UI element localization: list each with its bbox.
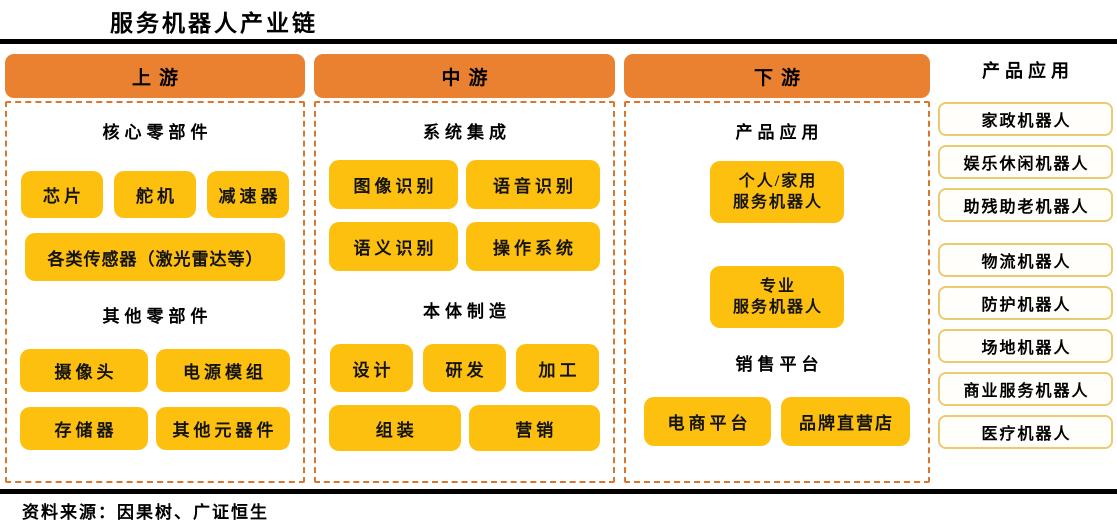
upstream-section-core-components-title: 核心零部件 xyxy=(102,123,213,142)
item-chip: 芯片 xyxy=(21,171,103,218)
downstream-section-sales-platform-title: 销售平台 xyxy=(735,355,824,374)
upstream-other-grid: 摄像头 电源模组 存储器 其他元器件 xyxy=(20,349,290,450)
midstream-integration-grid: 图像识别 语音识别 语义识别 操作系统 xyxy=(329,160,600,271)
item-speech-recognition: 语音识别 xyxy=(466,160,600,209)
item-rnd: 研发 xyxy=(423,344,506,392)
item-design: 设计 xyxy=(330,344,413,392)
item-other-parts: 其他元器件 xyxy=(156,407,290,450)
item-professional-line2: 服务机器人 xyxy=(732,299,823,316)
item-semantic-recognition: 语义识别 xyxy=(329,222,458,271)
upstream-body: 核心零部件 芯片 舵机 减速器 各类传感器（激光雷达等） 其他零部件 摄像头 电… xyxy=(5,101,305,483)
app-disability-elderly-robot: 助残助老机器人 xyxy=(938,188,1113,222)
footer-rule xyxy=(0,489,1117,494)
item-professional-service-robot: 专业 服务机器人 xyxy=(710,266,844,328)
app-field-robot: 场地机器人 xyxy=(938,329,1113,363)
upstream-core-row: 芯片 舵机 减速器 xyxy=(21,171,289,218)
midstream-manufacturing-row2: 组装 营销 xyxy=(329,405,600,451)
upstream-header: 上游 xyxy=(5,54,305,98)
item-ecommerce-platform: 电商平台 xyxy=(644,397,771,446)
applications-title: 产品应用 xyxy=(982,61,1074,81)
item-brand-direct-store: 品牌直营店 xyxy=(781,397,910,446)
item-sensors-lidar: 各类传感器（激光雷达等） xyxy=(25,233,285,281)
item-processing: 加工 xyxy=(516,344,599,392)
upstream-section-other-components-title: 其他零部件 xyxy=(102,307,213,326)
app-housekeeping-robot: 家政机器人 xyxy=(938,102,1113,136)
midstream-body: 系统集成 图像识别 语音识别 语义识别 操作系统 本体制造 设计 研发 加工 组… xyxy=(314,101,615,483)
midstream-manufacturing-row1: 设计 研发 加工 xyxy=(330,344,599,392)
column-downstream: 下游 产品应用 个人/家用 服务机器人 专业 服务机器人 销售平台 电商平台 品… xyxy=(624,54,930,483)
item-professional-line1: 专业 xyxy=(759,277,796,295)
item-marketing: 营销 xyxy=(468,405,600,451)
app-logistics-robot: 物流机器人 xyxy=(938,243,1113,277)
source-note: 资料来源：因果树、广证恒生 xyxy=(22,503,269,522)
app-protection-robot: 防护机器人 xyxy=(938,286,1113,320)
item-operating-system: 操作系统 xyxy=(466,222,600,271)
item-reducer: 减速器 xyxy=(207,171,289,218)
item-memory: 存储器 xyxy=(20,407,148,450)
title-underline-rule xyxy=(0,39,1117,44)
downstream-header: 下游 xyxy=(624,54,930,98)
downstream-section-product-application-title: 产品应用 xyxy=(735,123,824,142)
downstream-body: 产品应用 个人/家用 服务机器人 专业 服务机器人 销售平台 电商平台 品牌直营… xyxy=(624,101,930,483)
item-personal-home-service-robot: 个人/家用 服务机器人 xyxy=(710,161,844,223)
item-servo: 舵机 xyxy=(114,171,196,218)
midstream-section-system-integration-title: 系统集成 xyxy=(423,123,511,142)
midstream-section-body-manufacturing-title: 本体制造 xyxy=(423,302,511,321)
page-title: 服务机器人产业链 xyxy=(110,11,318,36)
downstream-sales-row: 电商平台 品牌直营店 xyxy=(644,397,910,446)
item-personal-home-line2: 服务机器人 xyxy=(732,194,823,211)
column-midstream: 中游 系统集成 图像识别 语音识别 语义识别 操作系统 本体制造 设计 研发 加… xyxy=(314,54,615,483)
item-camera: 摄像头 xyxy=(20,349,148,392)
app-medical-robot: 医疗机器人 xyxy=(938,415,1113,449)
item-assembly: 组装 xyxy=(329,405,461,451)
app-commercial-service-robot: 商业服务机器人 xyxy=(938,372,1113,406)
item-image-recognition: 图像识别 xyxy=(329,160,458,209)
column-product-applications: 产品应用 家政机器人 娱乐休闲机器人 助残助老机器人 物流机器人 防护机器人 场… xyxy=(938,54,1113,449)
item-power-module: 电源模组 xyxy=(156,349,290,392)
app-entertainment-leisure-robot: 娱乐休闲机器人 xyxy=(938,145,1113,179)
midstream-header: 中游 xyxy=(314,54,615,98)
item-personal-home-line1: 个人/家用 xyxy=(738,172,818,190)
column-upstream: 上游 核心零部件 芯片 舵机 减速器 各类传感器（激光雷达等） 其他零部件 摄像… xyxy=(5,54,305,483)
